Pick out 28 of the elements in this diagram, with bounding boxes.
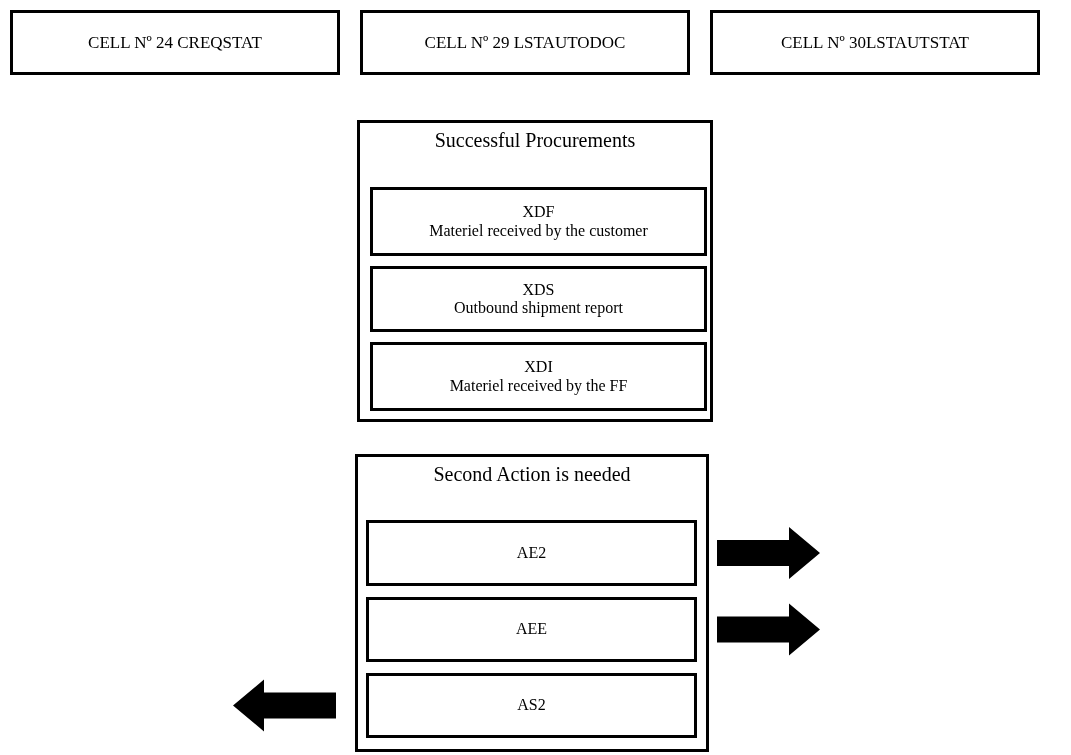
- box-label: Materiel received by the FF: [449, 376, 628, 395]
- box-label: Outbound shipment report: [454, 299, 623, 318]
- box-label: AEE: [515, 620, 548, 639]
- box-title: XDI: [524, 358, 553, 377]
- box-label: CELL Nº 24 CREQSTAT: [88, 32, 262, 53]
- process-box: [710, 10, 1040, 75]
- process-box: [10, 10, 340, 75]
- group-title: Successful Procurements: [434, 129, 636, 152]
- box-label: CELL Nº 29 LSTAUTODOC: [424, 32, 626, 53]
- group-title: Second Action is needed: [433, 463, 631, 486]
- box-label: Materiel received by the customer: [429, 221, 648, 240]
- process-box: [360, 10, 690, 75]
- block-arrow: [233, 679, 336, 732]
- process-box: [366, 673, 697, 738]
- box-label: AE2: [516, 543, 547, 563]
- group-box: [355, 454, 709, 752]
- group-box: [357, 120, 713, 422]
- block-arrow: [717, 603, 820, 656]
- process-box: [366, 520, 697, 586]
- box-title: XDS: [522, 280, 555, 299]
- process-box: [370, 266, 707, 332]
- process-box: [370, 342, 707, 411]
- process-box: [370, 187, 707, 256]
- box-title: XDF: [522, 203, 555, 222]
- block-arrow: [717, 527, 820, 579]
- box-label: CELL Nº 30LSTAUTSTAT: [781, 32, 969, 53]
- process-box: [366, 597, 697, 662]
- box-label: AS2: [517, 696, 546, 715]
